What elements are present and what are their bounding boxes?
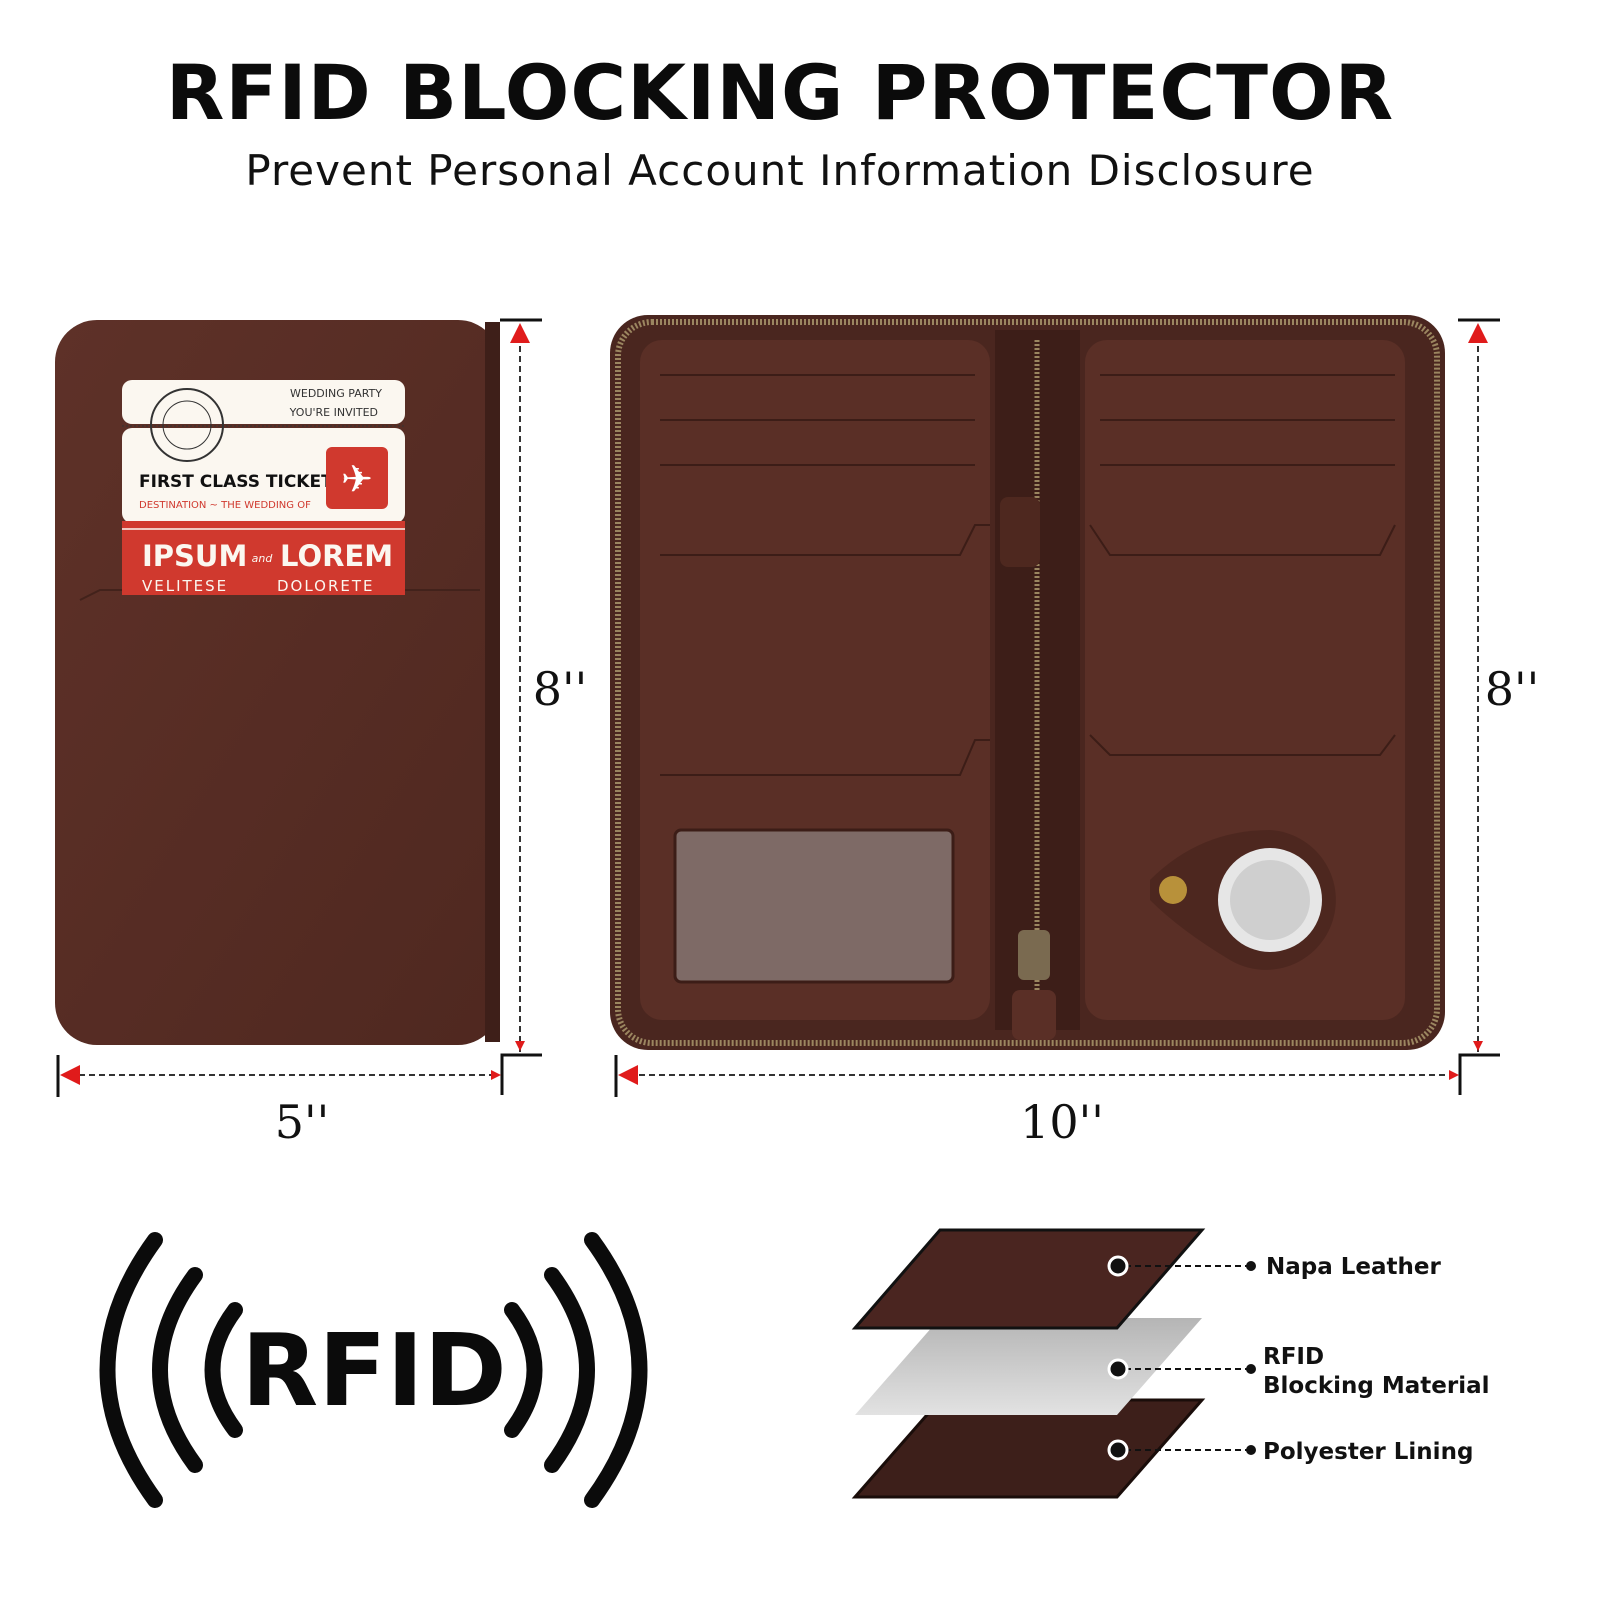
layer-polyester <box>851 1398 1206 1499</box>
ticket-card: WEDDING PARTY YOU'RE INVITED FIRST CLASS… <box>122 380 405 595</box>
ticket-line1: WEDDING PARTY <box>290 387 382 400</box>
airplane-icon: ✈ <box>341 457 373 501</box>
stamp-icon <box>150 388 224 462</box>
layer-label-rfid: RFID <box>1263 1344 1324 1370</box>
material-layers: Napa Leather RFID Blocking Material Poly… <box>851 1228 1490 1499</box>
ticket-and: and <box>252 552 274 565</box>
open-wallet-width-dimension: 10'' <box>614 1055 1459 1149</box>
ticket-sub-right: DOLORETE <box>277 577 375 595</box>
wave-right-inner <box>504 1302 543 1438</box>
open-height-label: 8'' <box>1485 662 1540 716</box>
layer-rfid <box>855 1318 1202 1415</box>
ticket-name-left: IPSUM <box>142 539 247 573</box>
pen-loop <box>1000 497 1040 567</box>
ticket-line2: YOU'RE INVITED <box>289 406 378 419</box>
id-window <box>673 828 955 984</box>
page-subtitle: Prevent Personal Account Information Dis… <box>245 146 1315 195</box>
wave-right-outer <box>584 1232 648 1508</box>
wave-left-inner <box>204 1302 243 1438</box>
width-label: 5'' <box>275 1095 330 1149</box>
snap-button <box>1159 876 1187 904</box>
closed-wallet-width-dimension: 5'' <box>56 1055 501 1149</box>
ticket-name-right: LOREM <box>280 539 393 573</box>
rfid-logo <box>99 1232 648 1508</box>
height-label: 8'' <box>533 662 588 716</box>
layer-label-polyester-lining: Polyester Lining <box>1263 1439 1473 1465</box>
ticket-heading: FIRST CLASS TICKET <box>139 472 333 492</box>
open-wallet-height-dimension: 8'' <box>1458 318 1540 1095</box>
open-width-label: 10'' <box>1020 1095 1104 1149</box>
closed-wallet: WEDDING PARTY YOU'RE INVITED FIRST CLASS… <box>55 320 500 1045</box>
wave-left-outer <box>99 1232 163 1508</box>
ticket-sub-left: VELITESE <box>142 577 228 595</box>
layer-label-napa-leather: Napa Leather <box>1266 1254 1442 1280</box>
ticket-destination: DESTINATION ~ THE WEDDING OF <box>139 500 311 511</box>
wave-right-middle <box>544 1267 595 1473</box>
zipper-pull[interactable] <box>1018 930 1050 980</box>
airtag-holder <box>1150 830 1336 970</box>
wave-left-middle <box>152 1267 203 1473</box>
rfid-logo-text: RFID <box>241 1312 507 1429</box>
layer-leather <box>851 1228 1206 1330</box>
closed-wallet-height-dimension: 8'' <box>500 318 588 1095</box>
page-title: RFID BLOCKING PROTECTOR <box>165 48 1395 137</box>
open-wallet <box>610 315 1445 1050</box>
layer-label-blocking-material: Blocking Material <box>1263 1373 1490 1399</box>
